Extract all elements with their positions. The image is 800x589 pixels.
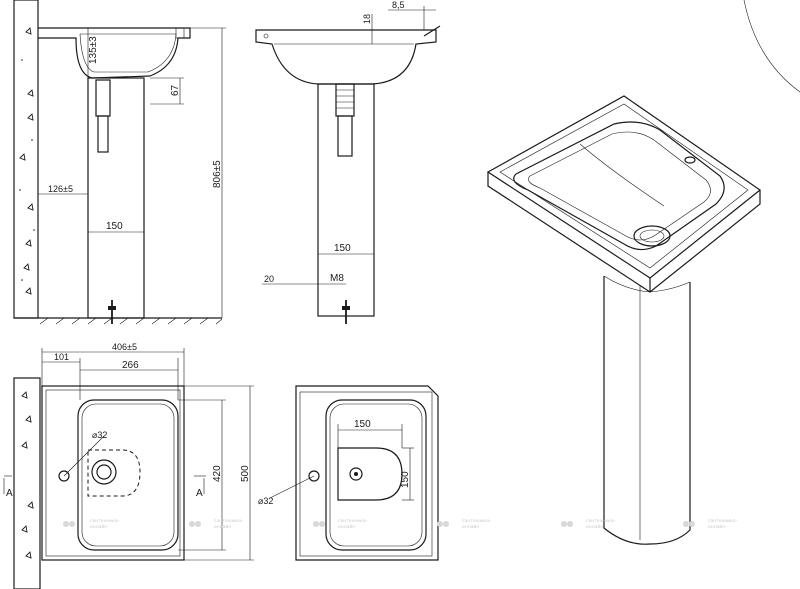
side-dim-depth: 135±3 xyxy=(88,36,99,64)
svg-text:онлайн: онлайн xyxy=(586,523,603,530)
watermark-logo: сантехника- онлайн xyxy=(313,519,368,530)
sink-profile xyxy=(38,27,191,79)
floor-hatch xyxy=(39,317,223,325)
bottom-dim-hole: ⌀32 xyxy=(258,496,273,506)
wall-hatch-marks xyxy=(19,27,35,295)
plan-section-left: A xyxy=(6,488,13,499)
isometric-view xyxy=(486,0,800,545)
side-view: 135±3 67 806±5 126±5 150 xyxy=(13,0,226,325)
front-dim-bolt: M8 xyxy=(330,273,344,284)
svg-text:сантехника-: сантехника- xyxy=(338,519,368,524)
bottom-dim-depth: 150 xyxy=(400,471,411,488)
plan-wall xyxy=(13,377,41,589)
rim-edge xyxy=(175,27,185,39)
svg-text:сантехника-: сантехника- xyxy=(708,519,738,524)
plan-rim-inner xyxy=(45,389,181,557)
plan-wall-marks xyxy=(21,391,34,559)
plan-dim-bowl-depth: 420 xyxy=(212,465,223,482)
front-sink-profile xyxy=(255,29,437,85)
plan-dim-hole: ⌀32 xyxy=(92,430,107,440)
bottom-bowl xyxy=(325,399,427,551)
iso-drain xyxy=(633,225,671,247)
front-drain-pipe xyxy=(337,115,353,157)
iso-bowl xyxy=(513,121,725,251)
front-drain-thread xyxy=(335,83,355,117)
plan-view: ⌀32 A A 406±5 101 266 420 500 xyxy=(3,342,254,589)
side-dim-height: 806±5 xyxy=(212,160,223,188)
plan-dim-left: 101 xyxy=(54,352,69,362)
svg-text:сантехника-: сантехника- xyxy=(462,519,492,524)
side-dim-pedestal: 150 xyxy=(106,221,123,232)
svg-text:сантехника-: сантехника- xyxy=(90,519,120,524)
plan-bowl xyxy=(77,399,179,551)
svg-text:онлайн: онлайн xyxy=(338,523,355,530)
watermark-logo: сантехника- онлайн xyxy=(561,519,616,530)
front-dim-edge: 8,5 xyxy=(392,0,405,10)
iso-rim-inner xyxy=(499,103,749,269)
svg-text:сантехника-: сантехника- xyxy=(214,519,244,524)
watermark-logo: сантехника- онлайн xyxy=(437,519,492,530)
watermark-logo: сантехника- онлайн xyxy=(63,519,120,530)
svg-text:сантехника-: сантехника- xyxy=(586,519,616,524)
side-dim-wall-offset: 126±5 xyxy=(48,184,73,194)
front-view: 18 8,5 150 20 M8 xyxy=(255,0,441,324)
watermark-logo: сантехника- онлайн xyxy=(683,519,738,530)
anchor-bolt xyxy=(108,300,116,324)
bottom-dim-width: 150 xyxy=(354,419,371,430)
front-dim-pedestal: 150 xyxy=(334,243,351,254)
plan-tap-hole xyxy=(58,470,70,482)
side-dim-drain: 67 xyxy=(170,84,181,96)
plan-pedestal-outline xyxy=(87,449,141,497)
svg-text:онлайн: онлайн xyxy=(462,523,479,530)
iso-tap-hole xyxy=(684,156,696,164)
drain-pipe xyxy=(97,115,109,153)
corner-arc xyxy=(743,0,800,93)
iso-pedestal-top xyxy=(603,275,691,293)
wall-section xyxy=(13,0,39,319)
iso-bowl-shelf xyxy=(579,143,665,207)
bottom-tap-hole xyxy=(308,470,320,482)
front-rim-hole xyxy=(263,33,269,39)
front-anchor-bolt xyxy=(342,300,350,324)
svg-text:онлайн: онлайн xyxy=(90,523,107,530)
plan-outer-rim xyxy=(41,385,185,561)
plan-drain-outer xyxy=(91,459,117,485)
side-pedestal xyxy=(87,77,145,319)
bottom-outer xyxy=(295,385,439,561)
iso-bowl-inner xyxy=(528,131,711,241)
front-dim-rim: 18 xyxy=(362,14,372,24)
bottom-pedestal-footprint xyxy=(337,447,403,501)
plan-dim-depth: 500 xyxy=(240,465,251,482)
bottom-view: ⌀32 150 150 xyxy=(258,385,439,561)
plan-drain-inner xyxy=(96,464,112,480)
svg-text:онлайн: онлайн xyxy=(708,523,725,530)
plan-dim-width: 406±5 xyxy=(112,342,137,352)
front-dim-anchor: 20 xyxy=(264,274,274,284)
bottom-drain xyxy=(349,467,363,481)
svg-text:онлайн: онлайн xyxy=(214,523,231,530)
bowl-inner-line xyxy=(79,33,177,73)
iso-pedestal xyxy=(603,276,691,545)
watermark-row: сантехника- онлайн сантехника- онлайн са… xyxy=(63,519,738,530)
front-pedestal xyxy=(317,83,375,317)
thread-marks xyxy=(336,89,354,109)
plan-dim-bowl: 266 xyxy=(122,360,139,371)
iso-rim-outer xyxy=(486,95,762,279)
plan-section-right: A xyxy=(196,488,203,499)
watermark-logo: сантехника- онлайн xyxy=(189,519,244,530)
drain-body xyxy=(95,79,111,117)
